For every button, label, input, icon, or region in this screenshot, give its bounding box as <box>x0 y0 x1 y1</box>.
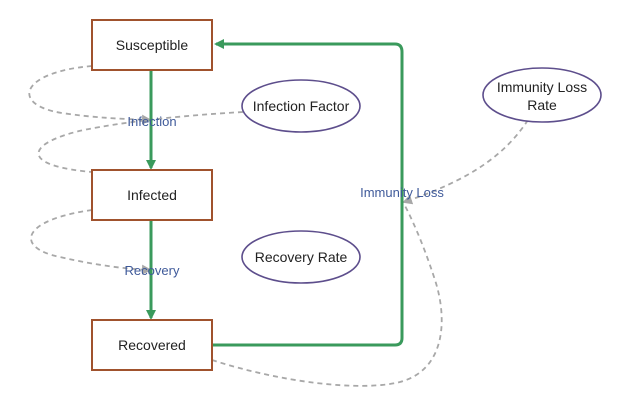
flow-labels: Infection Recovery Immunity Loss <box>125 114 445 278</box>
flow-label-recovery: Recovery <box>125 263 180 278</box>
aux-immunity-loss-rate-ellipse[interactable] <box>482 67 602 123</box>
aux-immunity-loss-rate-label-line1: Immunity Loss <box>497 79 587 95</box>
stock-recovered-label: Recovered <box>118 337 186 353</box>
link-infection-factor-to-infection <box>37 111 244 173</box>
dependency-links <box>28 65 529 387</box>
aux-infection-factor[interactable]: Infection Factor <box>241 79 361 133</box>
stock-susceptible-box[interactable] <box>91 19 213 71</box>
link-immunity-loss-rate-to-immunity-loss <box>402 119 529 205</box>
aux-immunity-loss-rate[interactable]: Immunity Loss Rate <box>482 67 602 123</box>
stock-infected[interactable]: Infected <box>91 169 213 221</box>
flow-label-infection: Infection <box>127 114 176 129</box>
aux-immunity-loss-rate-label-line2: Rate <box>527 97 557 113</box>
stock-susceptible-label: Susceptible <box>116 37 189 53</box>
aux-infection-factor-label: Infection Factor <box>253 98 350 114</box>
link-susceptible-to-infection <box>28 65 152 125</box>
link-recovered-to-immunity-loss <box>211 201 443 387</box>
stock-recovered-box[interactable] <box>91 319 213 371</box>
flows <box>146 39 404 347</box>
link-infected-to-recovery <box>30 209 152 275</box>
stock-recovered[interactable]: Recovered <box>91 319 213 371</box>
stock-infected-box[interactable] <box>91 169 213 221</box>
aux-recovery-rate-ellipse[interactable] <box>241 230 361 284</box>
flow-immunity-loss-arrow[interactable] <box>212 39 404 347</box>
stock-infected-label: Infected <box>127 187 177 203</box>
stock-susceptible[interactable]: Susceptible <box>91 19 213 71</box>
aux-recovery-rate-label: Recovery Rate <box>255 249 348 265</box>
aux-recovery-rate[interactable]: Recovery Rate <box>241 230 361 284</box>
aux-infection-factor-ellipse[interactable] <box>241 79 361 133</box>
flow-label-immunity-loss: Immunity Loss <box>360 185 444 200</box>
